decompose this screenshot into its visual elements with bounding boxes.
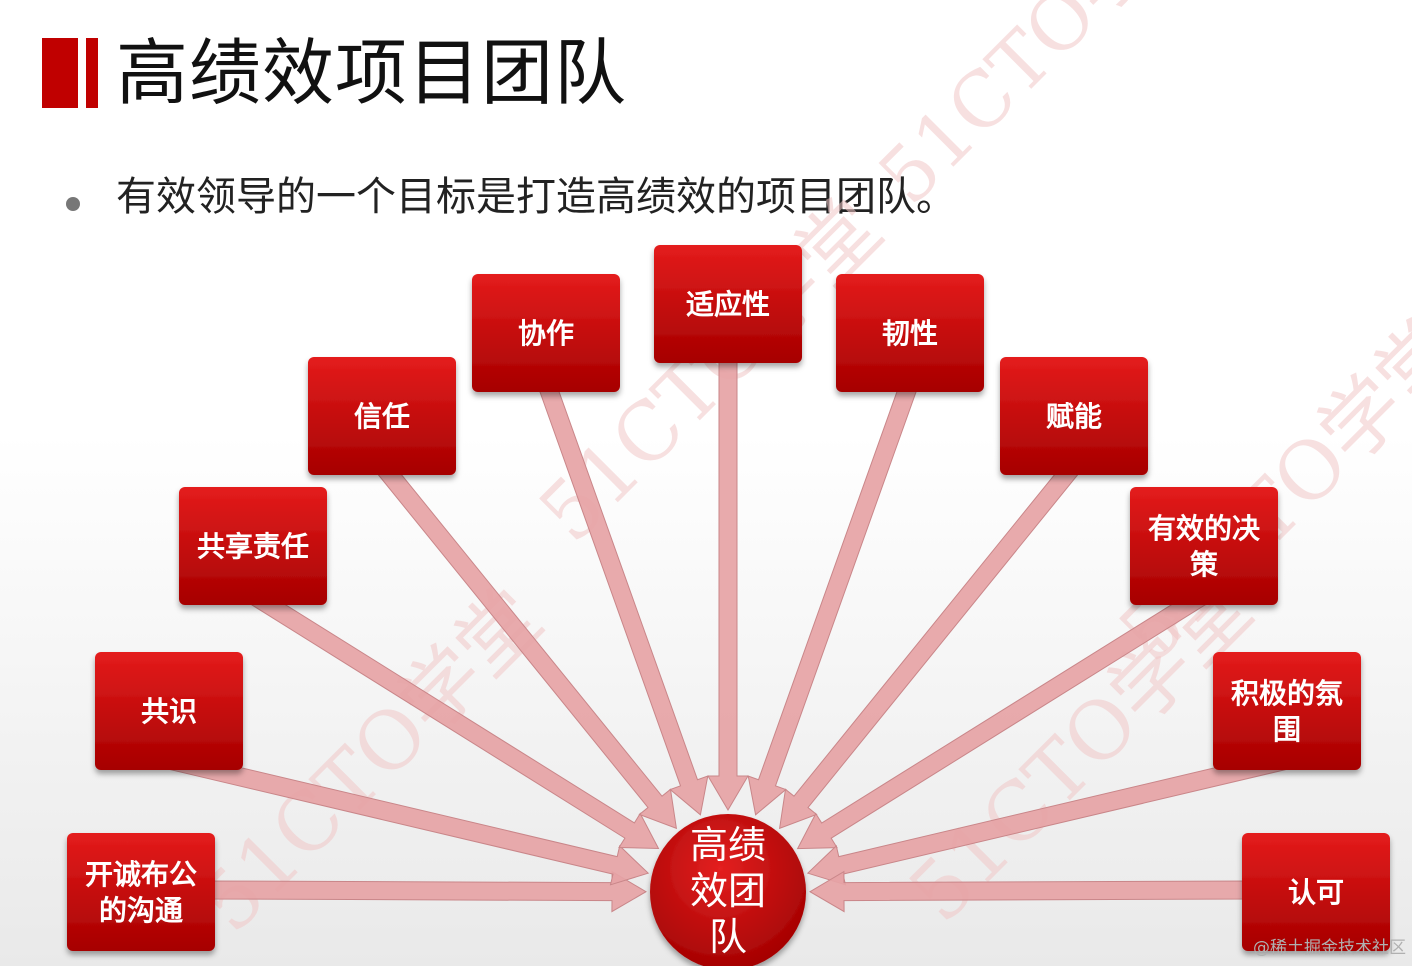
connector-arrow <box>247 586 660 850</box>
connector-arrow <box>809 870 1249 913</box>
node-label-line: 协作 <box>518 317 574 350</box>
node-label-line: 赋能 <box>1046 400 1102 433</box>
credit-text: @稀土掘金技术社区 <box>1253 938 1406 958</box>
connector-arrow <box>747 378 920 816</box>
node-box: 共享责任 <box>179 487 327 605</box>
center-label-line: 队 <box>709 915 747 959</box>
node-label-line: 韧性 <box>882 317 938 350</box>
node-box-rect <box>654 245 802 363</box>
center-label-line: 效团 <box>690 869 766 913</box>
connector-arrow <box>806 750 1290 886</box>
node-label-line: 共识 <box>141 695 197 728</box>
node-box: 信任 <box>308 357 456 475</box>
node-box-rect <box>179 487 327 605</box>
node-box: 适应性 <box>654 245 802 363</box>
node-box-rect <box>1242 833 1390 951</box>
node-box: 韧性 <box>836 274 984 392</box>
title-accent-bar <box>42 38 78 108</box>
node-box-rect <box>95 652 243 770</box>
connector-arrow <box>536 378 709 816</box>
node-label-line: 有效的决 <box>1148 512 1260 545</box>
watermark-text: 51CTO学堂 <box>861 0 1221 221</box>
connector-arrow <box>208 870 647 913</box>
node-box-rect <box>1000 357 1148 475</box>
bullet-dot-icon <box>66 197 80 211</box>
node-box-rect <box>836 274 984 392</box>
node-box-rect <box>1130 487 1278 605</box>
node-label-line: 策 <box>1190 548 1218 581</box>
connector-arrow <box>796 586 1210 850</box>
node-label-line: 开诚布公 <box>85 858 197 891</box>
node-box-rect <box>308 357 456 475</box>
connector-arrow <box>778 458 1082 830</box>
node-label-line: 适应性 <box>686 288 770 321</box>
connector-arrow <box>707 352 749 811</box>
node-box-rect <box>67 833 215 951</box>
node-box: 赋能 <box>1000 357 1148 475</box>
node-label-line: 积极的氛 <box>1231 677 1343 710</box>
node-label-line: 围 <box>1273 713 1301 746</box>
center-label-line: 高绩 <box>690 823 766 867</box>
bullet-text: 有效领导的一个目标是打造高绩效的项目团队。 <box>116 174 956 220</box>
connector-arrow <box>166 750 650 886</box>
center-circle <box>650 814 806 966</box>
node-box: 协作 <box>472 274 620 392</box>
node-label-line: 的沟通 <box>99 894 183 927</box>
node-box-rect <box>1213 652 1361 770</box>
node-box: 认可 <box>1242 833 1390 951</box>
node-box-rect <box>472 274 620 392</box>
connector-arrow <box>374 458 678 830</box>
node-label-line: 认可 <box>1288 876 1344 909</box>
arrow-group <box>166 352 1290 913</box>
node-label-line: 共享责任 <box>197 530 309 563</box>
node-box: 共识 <box>95 652 243 770</box>
title-accent-bar-thin <box>86 38 98 108</box>
slide-title: 高绩效项目团队 <box>116 31 628 115</box>
node-label-line: 信任 <box>354 400 410 433</box>
